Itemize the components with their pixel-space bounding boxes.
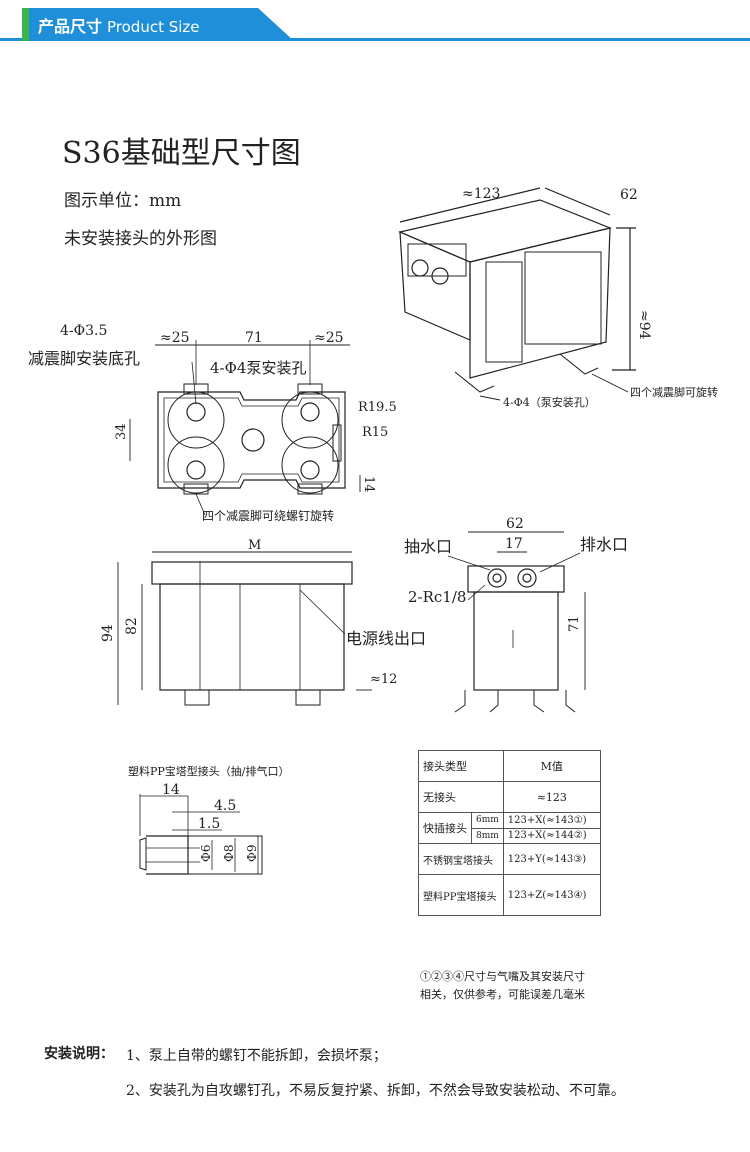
top-dim-34: 34	[114, 423, 129, 440]
iso-rotate-label: 四个减震脚可旋转	[630, 385, 718, 399]
fitting-drawing	[139, 794, 263, 875]
top-base-hole-label: 减震脚安装底孔	[28, 349, 140, 368]
table-cell: ≈123	[502, 781, 601, 813]
table-cell: 123+Z(≈143④)	[502, 874, 601, 916]
fitting-dim-15: 1.5	[198, 816, 220, 832]
top-r19: R19.5	[358, 400, 397, 415]
front-dim-94: 94	[100, 624, 116, 642]
side-dim-62: 62	[506, 516, 524, 532]
top-base-hole: 4-Φ3.5	[60, 323, 107, 339]
side-view	[447, 531, 586, 713]
fitting-phi9: Φ9	[245, 845, 259, 862]
table-cell: 123+X(≈144②)	[502, 827, 601, 844]
table-row: 接头类型 M值	[418, 750, 601, 782]
table-footnote-line2: 相关，仅供参考，可能误差几毫米	[420, 988, 585, 1001]
header-title-cn: 产品尺寸	[38, 17, 103, 36]
fitting-title: 塑料PP宝塔型接头（抽/排气口）	[128, 764, 290, 778]
table-head-type: 接头类型	[418, 750, 504, 782]
subtitle-text: 未安装接头的外形图	[64, 229, 217, 249]
top-dim-14: 14	[361, 476, 376, 493]
isometric-view	[398, 187, 636, 401]
side-dim-71: 71	[567, 615, 582, 632]
top-dim-71: 71	[245, 330, 263, 346]
iso-dim-width: 62	[620, 187, 638, 203]
table-head-m: M值	[502, 750, 601, 782]
front-cable-label: 电源线出口	[346, 629, 426, 648]
table-cell: 塑料PP宝塔接头	[418, 874, 504, 916]
top-screw-label: 四个减震脚可绕螺钉旋转	[202, 508, 334, 523]
table-row: 8mm 123+X(≈144②)	[419, 827, 601, 844]
unit-text: 图示单位：mm	[64, 191, 182, 211]
table-row: 无接头 ≈123	[418, 781, 601, 813]
technical-drawing: ≈123 62 ≈94 4-Φ4（泵安装孔） 四个减震脚可旋转 4-Φ3.5 减…	[28, 186, 718, 875]
table-cell: 123+Y(≈143③)	[502, 843, 601, 875]
table-row: 快插接头 6mm 123+X(≈143①)	[418, 812, 601, 844]
header-title-en: Product Size	[107, 18, 200, 36]
iso-dim-height: ≈94	[636, 310, 652, 340]
table-row: 不锈钢宝塔接头 123+Y(≈143③)	[418, 843, 601, 875]
table-cell: 无接头	[418, 781, 504, 813]
top-r15: R15	[362, 425, 388, 440]
fitting-phi8: Φ8	[222, 845, 236, 862]
front-dim-m: M	[248, 538, 261, 553]
page-title: S36基础型尺寸图	[62, 136, 301, 171]
top-pump-hole: 4-Φ4泵安装孔	[210, 359, 306, 377]
side-inlet-label: 抽水口	[404, 537, 452, 556]
table-cell: 123+X(≈143①)	[502, 812, 601, 829]
table-footnote-line1: ①②③④尺寸与气嘴及其安装尺寸	[420, 970, 585, 983]
front-dim-12: ≈12	[370, 672, 397, 687]
fitting-dim-14: 14	[162, 782, 180, 798]
note-2: 2、安装孔为自攻螺钉孔，不易反复拧紧、拆卸，不然会导致安装松动、不可靠。	[126, 1083, 625, 1099]
side-dim-17: 17	[505, 536, 523, 552]
table-cell: 快插接头	[418, 812, 472, 844]
table-cell: 6mm	[471, 812, 504, 829]
side-rc-label: 2-Rc1/8	[408, 588, 466, 606]
front-dim-82: 82	[124, 617, 140, 635]
m-value-table: 接头类型 M值 无接头 ≈123 快插接头 6mm 123+X(≈143①) 8…	[418, 750, 601, 916]
fitting-phi6: Φ6	[199, 845, 213, 862]
fitting-dim-45: 4.5	[214, 798, 236, 814]
side-outlet-label: 排水口	[580, 535, 628, 554]
table-cell: 不锈钢宝塔接头	[418, 843, 504, 875]
iso-hole-label: 4-Φ4（泵安装孔）	[503, 395, 596, 409]
table-cell: 8mm	[471, 827, 504, 844]
iso-dim-length: ≈123	[462, 186, 500, 202]
top-dim-25-right: ≈25	[314, 330, 344, 346]
note-1: 1、泵上自带的螺钉不能拆卸，会损坏泵；	[126, 1048, 387, 1064]
table-footnote: ①②③④尺寸与气嘴及其安装尺寸 相关，仅供参考，可能误差几毫米	[420, 968, 585, 1004]
header-banner	[0, 8, 750, 41]
top-view	[129, 340, 361, 516]
front-view	[117, 551, 372, 706]
top-dim-25-left: ≈25	[160, 330, 190, 346]
table-row: 塑料PP宝塔接头 123+Z(≈143④)	[418, 874, 601, 916]
notes-label: 安装说明：	[44, 1046, 114, 1062]
